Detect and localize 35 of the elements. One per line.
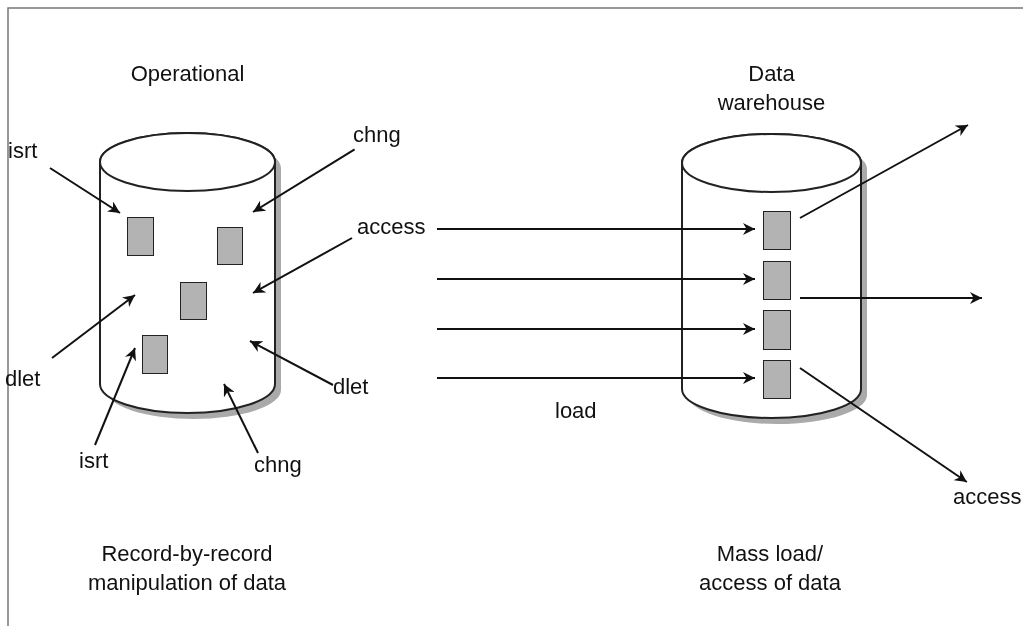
data-record [127,217,154,256]
data-record [763,360,791,399]
arrow [252,237,353,294]
heading-text: Data warehouse [716,60,827,117]
arrow [799,124,969,219]
arrow [799,292,983,304]
arrow [51,294,136,359]
arrow [436,223,756,235]
data-record [763,211,791,250]
caption-text: Mass load/ access of data [698,540,842,597]
arrow [436,273,756,285]
edge-label: load [555,398,597,424]
operation-label: dlet [5,366,41,392]
operation-label: access [953,484,1022,510]
operation-label: isrt [8,138,38,164]
arrow [799,367,968,483]
arrow [436,372,756,384]
data-record [180,282,207,320]
arrow [49,167,121,214]
data-record [217,227,243,265]
arrow [223,383,259,454]
data-record [763,261,791,300]
arrow [436,323,756,335]
operation-label: isrt [79,448,109,474]
operation-label: chng [254,452,302,478]
operation-label: chng [353,122,401,148]
operation-label: dlet [333,374,369,400]
arrow [252,148,356,213]
arrow [249,340,334,386]
data-record [142,335,168,374]
caption-text: Record-by-record manipulation of data [86,540,288,597]
operation-label: access [357,214,426,240]
heading-text: Operational [129,60,246,88]
data-record [763,310,791,350]
arrow [94,347,136,446]
